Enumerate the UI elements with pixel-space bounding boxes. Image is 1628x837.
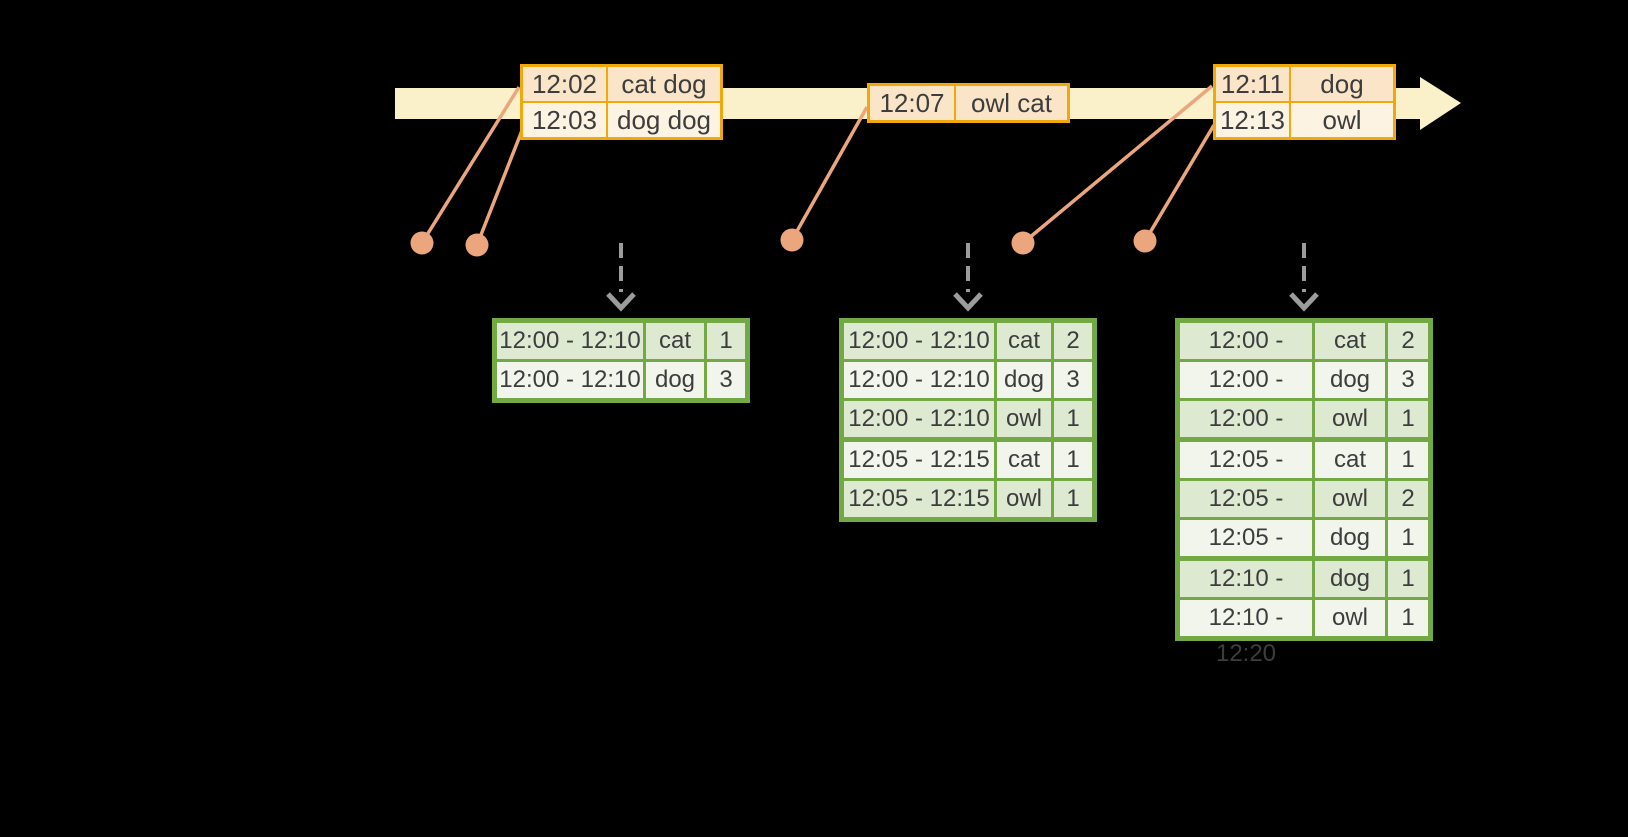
result-row: 12:05 - 12:15 cat 1 bbox=[844, 442, 1092, 478]
count-cell: 2 bbox=[1388, 481, 1428, 517]
event-dot-icon bbox=[780, 228, 804, 252]
count-cell: 1 bbox=[1388, 520, 1428, 556]
word-cell: cat bbox=[1315, 442, 1385, 478]
word-cell: dog bbox=[1315, 362, 1385, 398]
result-row: 12:00 - 12:10 dog 3 bbox=[1180, 362, 1428, 429]
word-cell: cat bbox=[1315, 323, 1385, 359]
word-cell: cat bbox=[997, 442, 1051, 478]
count-cell: 1 bbox=[1388, 401, 1428, 437]
count-cell: 1 bbox=[1388, 442, 1428, 478]
connector-line bbox=[1021, 84, 1214, 245]
trigger-arrowhead-icon bbox=[1289, 292, 1319, 312]
trigger-arrowhead-icon bbox=[606, 292, 636, 312]
window-cell: 12:00 - 12:10 bbox=[844, 323, 994, 359]
event-time-cell: 12:07 bbox=[870, 86, 954, 120]
event-dot-icon bbox=[410, 231, 434, 255]
event-table-batch-2: 12:07 owl cat bbox=[867, 83, 1070, 123]
event-row: 12:13 owl bbox=[1216, 103, 1393, 137]
connector-lines bbox=[420, 84, 1216, 246]
window-cell: 12:10 - 12:20 bbox=[1180, 561, 1312, 628]
count-cell: 2 bbox=[1054, 323, 1092, 359]
connector-line bbox=[420, 86, 521, 244]
event-words-cell: owl cat bbox=[956, 86, 1067, 120]
event-row: 12:07 owl cat bbox=[870, 86, 1067, 120]
event-words-cell: dog dog bbox=[608, 103, 720, 137]
result-row: 12:00 - 12:10 dog 3 bbox=[844, 362, 1092, 398]
result-row: 12:00 - 12:10 owl 1 bbox=[1180, 401, 1428, 468]
event-words-cell: dog bbox=[1291, 67, 1393, 101]
connector-line bbox=[1143, 124, 1216, 242]
event-time-cell: 12:03 bbox=[523, 103, 606, 137]
count-cell: 1 bbox=[707, 323, 745, 359]
count-cell: 1 bbox=[1388, 561, 1428, 597]
count-cell: 2 bbox=[1388, 323, 1428, 359]
count-cell: 3 bbox=[1054, 362, 1092, 398]
result-row: 12:05 - 12:15 owl 1 bbox=[844, 481, 1092, 517]
connector-line bbox=[475, 127, 525, 246]
word-cell: owl bbox=[1315, 481, 1385, 517]
count-cell: 1 bbox=[1054, 401, 1092, 437]
event-dot-icon bbox=[1133, 229, 1157, 253]
window-cell: 12:00 - 12:10 bbox=[1180, 362, 1312, 429]
count-cell: 1 bbox=[1054, 442, 1092, 478]
result-row: 12:10 - 12:20 owl 1 bbox=[1180, 600, 1428, 667]
word-cell: dog bbox=[997, 362, 1051, 398]
word-cell: owl bbox=[997, 401, 1051, 437]
window-cell: 12:10 - 12:20 bbox=[1180, 600, 1312, 667]
word-cell: owl bbox=[1315, 401, 1385, 437]
word-cell: owl bbox=[997, 481, 1051, 517]
timeline-arrow-icon bbox=[1420, 77, 1461, 130]
word-cell: owl bbox=[1315, 600, 1385, 636]
result-table-1: 12:00 - 12:10 cat 1 12:00 - 12:10 dog 3 bbox=[492, 318, 750, 403]
event-time-cell: 12:11 bbox=[1216, 67, 1289, 101]
word-cell: cat bbox=[997, 323, 1051, 359]
window-cell: 12:05 - 12:15 bbox=[844, 481, 994, 517]
result-row: 12:00 - 12:10 dog 3 bbox=[497, 362, 745, 398]
result-row: 12:05 - 12:15 cat 1 bbox=[1180, 442, 1428, 509]
word-cell: cat bbox=[646, 323, 704, 359]
event-dot-icon bbox=[1011, 231, 1035, 255]
window-cell: 12:05 - 12:15 bbox=[1180, 442, 1312, 509]
event-row: 12:02 cat dog bbox=[523, 67, 720, 101]
window-cell: 12:05 - 12:15 bbox=[1180, 481, 1312, 548]
result-row: 12:05 - 12:15 dog 1 bbox=[1180, 520, 1428, 587]
result-row: 12:00 - 12:10 cat 2 bbox=[844, 323, 1092, 359]
event-row: 12:03 dog dog bbox=[523, 103, 720, 137]
count-cell: 1 bbox=[1054, 481, 1092, 517]
window-cell: 12:00 - 12:10 bbox=[844, 362, 994, 398]
window-cell: 12:00 - 12:10 bbox=[497, 323, 643, 359]
word-cell: dog bbox=[646, 362, 704, 398]
window-cell: 12:00 - 12:10 bbox=[1180, 323, 1312, 390]
result-table-3: 12:00 - 12:10 cat 2 12:00 - 12:10 dog 3 … bbox=[1175, 318, 1433, 667]
trigger-arrows bbox=[606, 243, 1319, 312]
window-cell: 12:00 - 12:10 bbox=[1180, 401, 1312, 468]
event-table-batch-3: 12:11 dog 12:13 owl bbox=[1213, 64, 1396, 140]
event-time-cell: 12:13 bbox=[1216, 103, 1289, 137]
event-time-cell: 12:02 bbox=[523, 67, 606, 101]
result-row: 12:00 - 12:10 owl 1 bbox=[844, 401, 1092, 437]
word-cell: dog bbox=[1315, 520, 1385, 556]
window-cell: 12:05 - 12:15 bbox=[1180, 520, 1312, 587]
result-row: 12:05 - 12:15 owl 2 bbox=[1180, 481, 1428, 548]
window-cell: 12:00 - 12:10 bbox=[844, 401, 994, 437]
count-cell: 1 bbox=[1388, 600, 1428, 636]
window-cell: 12:05 - 12:15 bbox=[844, 442, 994, 478]
count-cell: 3 bbox=[1388, 362, 1428, 398]
event-dots bbox=[410, 228, 1157, 257]
event-words-cell: owl bbox=[1291, 103, 1393, 137]
result-row: 12:00 - 12:10 cat 2 bbox=[1180, 323, 1428, 390]
result-table-2: 12:00 - 12:10 cat 2 12:00 - 12:10 dog 3 … bbox=[839, 318, 1097, 522]
word-cell: dog bbox=[1315, 561, 1385, 597]
event-row: 12:11 dog bbox=[1216, 67, 1393, 101]
result-row: 12:10 - 12:20 dog 1 bbox=[1180, 561, 1428, 628]
window-cell: 12:00 - 12:10 bbox=[497, 362, 643, 398]
result-row: 12:00 - 12:10 cat 1 bbox=[497, 323, 745, 359]
event-table-batch-1: 12:02 cat dog 12:03 dog dog bbox=[520, 64, 723, 140]
connector-line bbox=[790, 106, 869, 241]
event-words-cell: cat dog bbox=[608, 67, 720, 101]
count-cell: 3 bbox=[707, 362, 745, 398]
event-dot-icon bbox=[465, 233, 489, 257]
trigger-arrowhead-icon bbox=[953, 292, 983, 312]
